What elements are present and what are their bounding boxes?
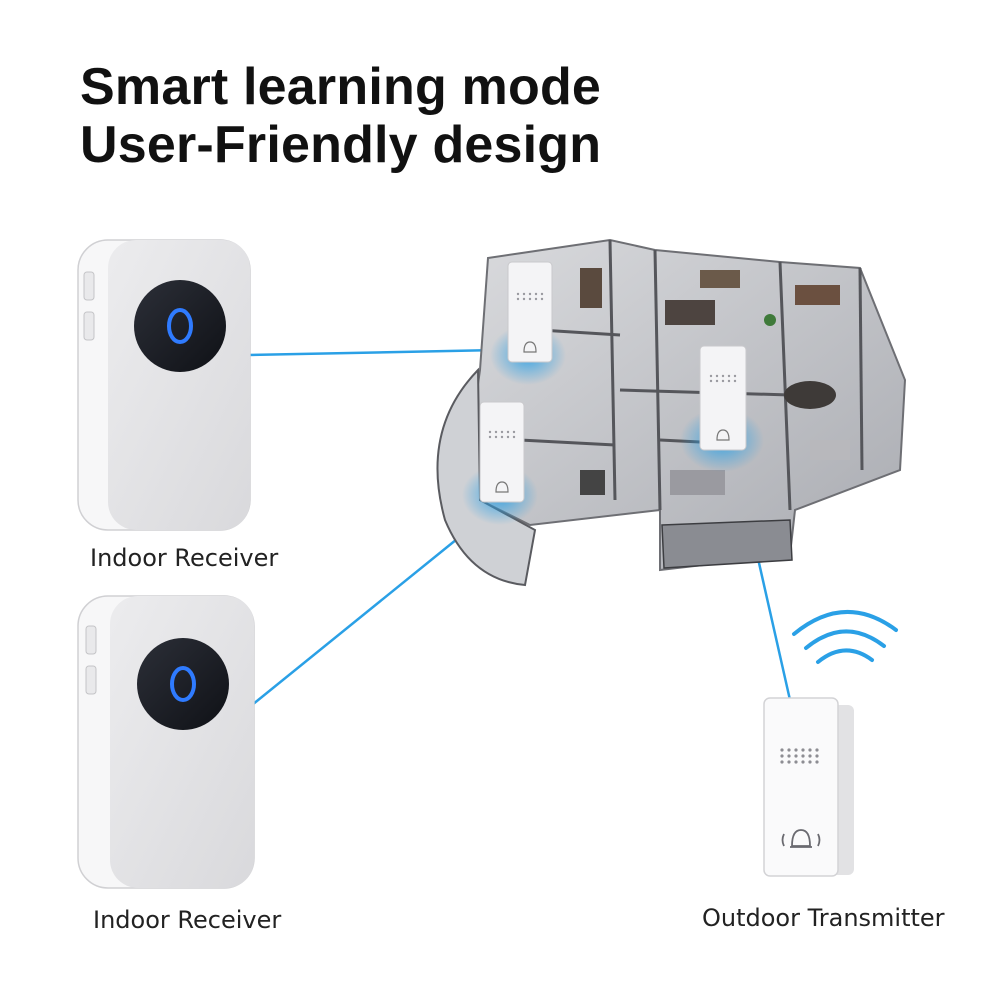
indoor-receiver-top: [77, 239, 251, 531]
plan-receiver-1: [507, 261, 553, 363]
speaker-grille: [780, 748, 819, 764]
headline-line-1: Smart learning mode: [80, 58, 602, 116]
power-ring-icon: [134, 280, 226, 372]
floorplan-balcony: [661, 519, 793, 569]
floorplan-curved-terrace: [436, 367, 537, 587]
wifi-signal-icon: [792, 609, 898, 664]
outdoor-transmitter: [763, 697, 854, 877]
outdoor-transmitter-label: Outdoor Transmitter: [702, 904, 945, 932]
interior-walls: [519, 239, 864, 511]
link-line-bottom-receiver: [251, 534, 463, 706]
plan-receiver-3: [699, 345, 747, 451]
headline: Smart learning mode User-Friendly design: [80, 58, 601, 174]
power-ring-icon: [137, 638, 229, 730]
indoor-receiver-top-label: Indoor Receiver: [90, 544, 279, 572]
indoor-receiver-bottom: [77, 595, 255, 889]
house-floorplan-illustration: [436, 238, 907, 587]
bell-icon: [781, 829, 821, 848]
plan-receiver-2: [479, 401, 525, 503]
headline-line-2: User-Friendly design: [80, 116, 602, 174]
link-line-top-receiver: [247, 348, 499, 357]
indoor-receiver-bottom-label: Indoor Receiver: [93, 906, 282, 934]
